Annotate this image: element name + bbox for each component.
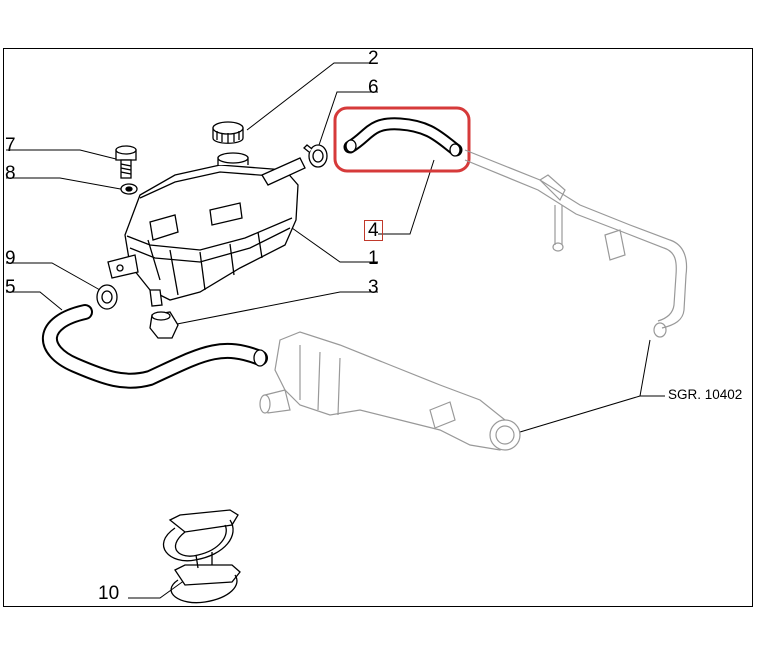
leader-9 <box>6 262 101 291</box>
leader-ref-lower <box>519 395 641 433</box>
leader-4 <box>378 159 435 235</box>
highlight-box-4 <box>333 106 471 173</box>
callout-5: 5 <box>5 277 16 298</box>
callout-4: 4 <box>364 220 383 241</box>
filler-cap-2 <box>212 121 244 144</box>
callout-7: 7 <box>5 135 16 156</box>
callout-1: 1 <box>368 248 379 269</box>
washer-8 <box>120 183 138 195</box>
callout-9: 9 <box>5 248 16 269</box>
leader-ref-upper <box>639 339 665 397</box>
clamp-6 <box>303 144 328 168</box>
callout-3: 3 <box>368 277 379 298</box>
fitting-3 <box>149 311 179 339</box>
callout-10: 10 <box>98 583 120 604</box>
leader-2 <box>246 62 378 131</box>
leader-7 <box>6 149 121 161</box>
expansion-tank-1 <box>107 152 306 307</box>
leader-10 <box>128 579 186 599</box>
leader-1 <box>291 227 378 263</box>
reference-code: SGR. 10402 <box>668 387 743 402</box>
leader-8 <box>6 177 127 191</box>
clamp-9 <box>96 284 118 310</box>
leader-3 <box>171 291 378 326</box>
callout-6: 6 <box>368 77 379 98</box>
coolant-outlet-housing <box>259 331 521 451</box>
leader-5 <box>6 291 63 311</box>
bolt-7 <box>115 145 137 179</box>
callout-8: 8 <box>5 163 16 184</box>
clamp-10 <box>162 509 241 604</box>
callout-2: 2 <box>368 48 379 69</box>
leader-6 <box>317 91 378 149</box>
leader-lines <box>6 62 665 599</box>
diagram-frame <box>3 48 753 607</box>
return-pipe <box>464 149 688 338</box>
hose-4 <box>343 117 463 157</box>
hose-5 <box>41 304 268 389</box>
